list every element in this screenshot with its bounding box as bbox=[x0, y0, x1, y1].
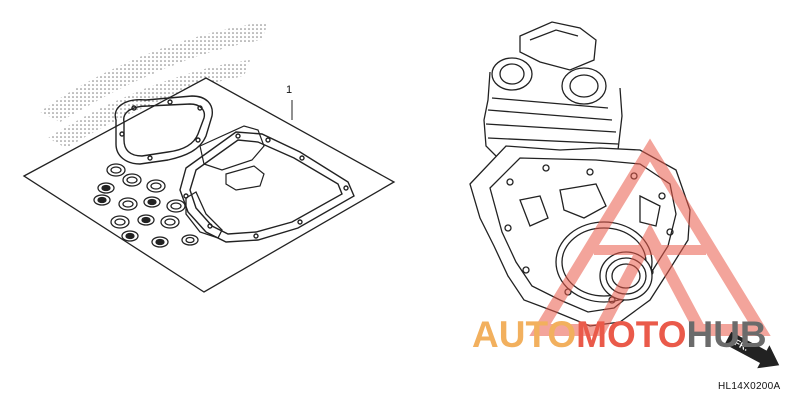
callout-number: 1 bbox=[286, 84, 293, 96]
engine-assembly-drawing bbox=[469, 21, 691, 327]
o-rings bbox=[93, 163, 199, 248]
diagram-code: HL14X0200A bbox=[718, 381, 781, 392]
front-direction-arrow-icon: FR. bbox=[724, 331, 780, 369]
watermark-word-moto: MOTO bbox=[576, 314, 687, 355]
watermark-logo-triangle bbox=[529, 138, 771, 336]
side-cover-gasket bbox=[185, 191, 223, 239]
watermark-wordmark: AUTOMOTOHUB bbox=[472, 314, 767, 356]
cover-gasket bbox=[199, 125, 265, 191]
watermark-word-auto: AUTO bbox=[472, 314, 577, 355]
crankcase-gasket bbox=[179, 131, 355, 243]
watermark-word-hub: HUB bbox=[686, 314, 767, 355]
head-gasket bbox=[114, 95, 213, 165]
